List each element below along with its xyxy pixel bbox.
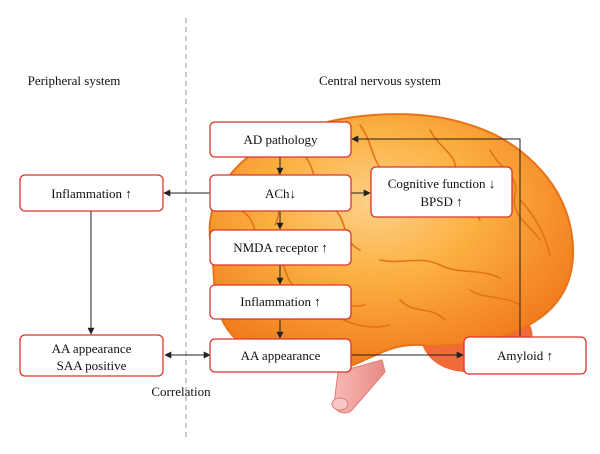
node-nmda-receptor: NMDA receptor ↑: [209, 229, 352, 266]
node-aa-appearance-peripheral: AA appearance SAA positive: [19, 334, 164, 377]
node-cognitive-line1: Cognitive function ↓: [388, 176, 496, 191]
node-inflammation-peripheral: Inflammation ↑: [19, 174, 164, 212]
node-aa-periph-line2: SAA positive: [57, 358, 127, 373]
node-ad-pathology-label: AD pathology: [243, 132, 318, 147]
central-nervous-system-header: Central nervous system: [319, 73, 441, 88]
node-nmda-label: NMDA receptor ↑: [233, 240, 328, 255]
node-inflammation-cns: Inflammation ↑: [209, 284, 352, 320]
node-inflammation-cns-label: Inflammation ↑: [240, 294, 321, 309]
node-ad-pathology: AD pathology: [209, 121, 352, 158]
node-amyloid-label: Amyloid ↑: [497, 348, 553, 363]
node-ach-label: ACh↓: [265, 186, 296, 201]
peripheral-system-header: Peripheral system: [28, 73, 121, 88]
node-inflammation-periph-label: Inflammation ↑: [51, 186, 132, 201]
node-aa-cns-label: AA appearance: [241, 348, 321, 363]
node-cognitive-line2: BPSD ↑: [420, 194, 462, 209]
edges: [87, 135, 521, 359]
correlation-label: Correlation: [151, 384, 211, 399]
node-aa-periph-line1: AA appearance: [52, 341, 132, 356]
brain-stem-end: [331, 397, 349, 411]
node-ach: ACh↓: [209, 174, 352, 212]
node-aa-appearance-cns: AA appearance: [209, 338, 352, 373]
edge-amyloid-to-ad-pathology: [351, 135, 521, 336]
node-amyloid: Amyloid ↑: [463, 336, 587, 375]
node-cognitive-function: Cognitive function ↓ BPSD ↑: [370, 166, 513, 218]
